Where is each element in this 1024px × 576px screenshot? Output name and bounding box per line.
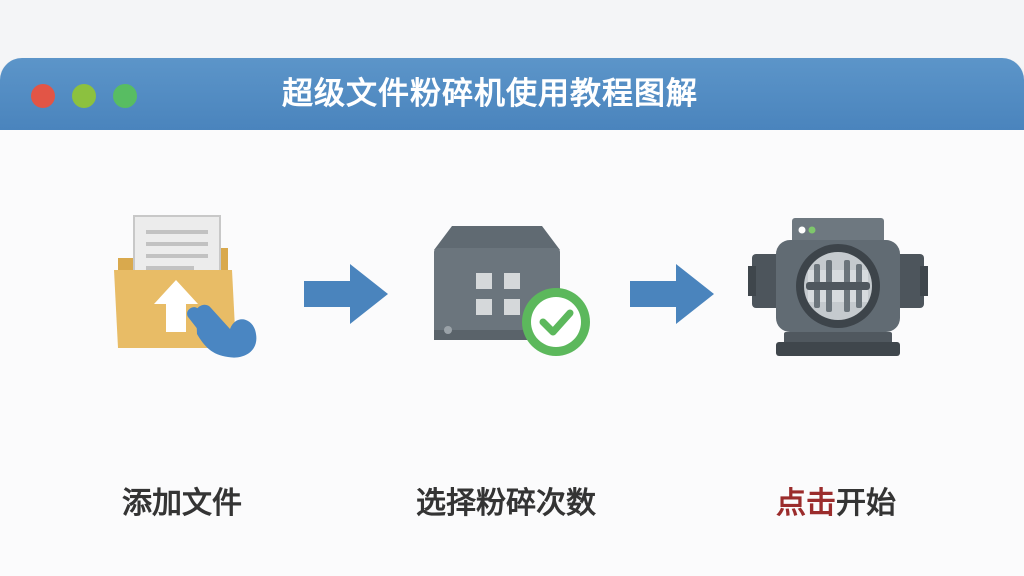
shield-check-icon — [434, 226, 590, 356]
step-click-start-rest: 开始 — [836, 486, 896, 521]
close-window-button[interactable] — [31, 84, 55, 108]
step-click-start-accent: 点击 — [776, 486, 836, 521]
maximize-window-button[interactable] — [113, 84, 137, 108]
folder-upload-icon — [114, 215, 257, 358]
window-title: 超级文件粉碎机使用教程图解 — [282, 76, 698, 112]
title-bar: 超级文件粉碎机使用教程图解 — [0, 58, 1024, 130]
right-arrow-icon — [304, 264, 388, 324]
step-add-file-label: 添加文件 — [122, 486, 242, 521]
step-click-start-label: 点击开始 — [776, 478, 896, 522]
shredder-icon — [748, 218, 928, 356]
right-arrow-icon — [630, 264, 714, 324]
app-window: 超级文件粉碎机使用教程图解 — [0, 58, 1024, 576]
step-select-passes-label: 选择粉碎次数 — [416, 486, 596, 521]
tutorial-content: 添加文件 选择粉碎次数 点击开始 — [0, 130, 1024, 576]
minimize-window-button[interactable] — [72, 84, 96, 108]
